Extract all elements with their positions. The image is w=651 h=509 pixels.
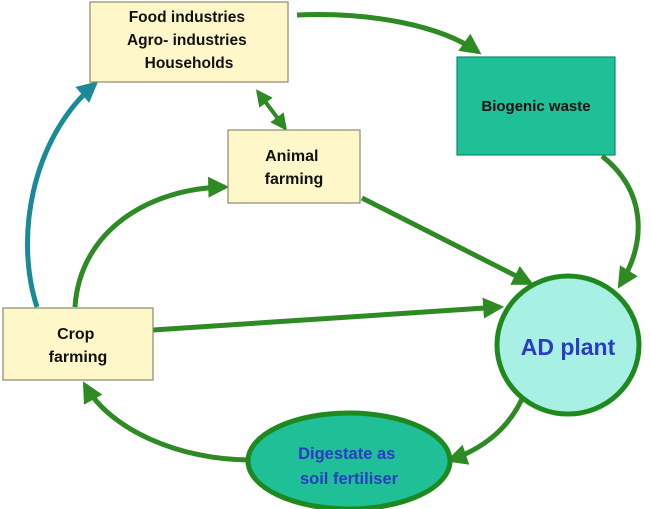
food-industries-line-1: Food industries bbox=[129, 9, 245, 26]
arrow-animal-to-ad bbox=[360, 195, 534, 286]
food-industries-line-2: Agro- industries bbox=[127, 32, 247, 49]
arrows bbox=[25, 12, 641, 465]
arrow-food-to-biogenic bbox=[296, 12, 482, 55]
node-ad-plant: AD plant bbox=[494, 273, 642, 417]
digestate-line-1: Digestate as bbox=[298, 445, 395, 463]
ad-plant-line-1: AD plant bbox=[521, 334, 616, 360]
node-animal-farming-label: Animal farming bbox=[265, 148, 324, 188]
food-industries-line-3: Households bbox=[145, 55, 234, 72]
arrow-biogenic-to-ad bbox=[600, 154, 641, 289]
animal-farming-line-1: Animal bbox=[265, 148, 318, 165]
node-biogenic-waste: Biogenic waste bbox=[456, 56, 616, 156]
arrow-crop-to-animal bbox=[72, 176, 230, 308]
arrow-food-animal-double bbox=[255, 89, 288, 131]
arrow-ad-to-digestate bbox=[446, 391, 528, 465]
biogenic-waste-line-1: Biogenic waste bbox=[481, 98, 590, 115]
arrow-crop-to-ad bbox=[152, 297, 505, 333]
animal-farming-line-2: farming bbox=[265, 171, 324, 188]
crop-farming-line-2: farming bbox=[49, 349, 108, 366]
arrow-crop-to-food bbox=[25, 81, 99, 308]
node-crop-farming: Crop farming bbox=[2, 307, 154, 381]
node-crop-farming-label: Crop farming bbox=[49, 326, 108, 366]
node-food-industries: Food industries Agro- industries Househo… bbox=[89, 1, 289, 83]
crop-farming-line-1: Crop bbox=[57, 326, 95, 343]
digestate-line-2: soil fertiliser bbox=[300, 470, 399, 488]
node-digestate: Digestate as soil fertiliser bbox=[245, 410, 453, 509]
node-food-industries-label: Food industries Agro- industries Househo… bbox=[127, 9, 251, 72]
node-ad-plant-label: AD plant bbox=[521, 334, 616, 360]
node-animal-farming: Animal farming bbox=[227, 129, 361, 204]
arrow-digestate-to-crop bbox=[82, 381, 251, 463]
node-digestate-label: Digestate as soil fertiliser bbox=[298, 445, 400, 488]
node-biogenic-waste-label: Biogenic waste bbox=[481, 98, 590, 115]
